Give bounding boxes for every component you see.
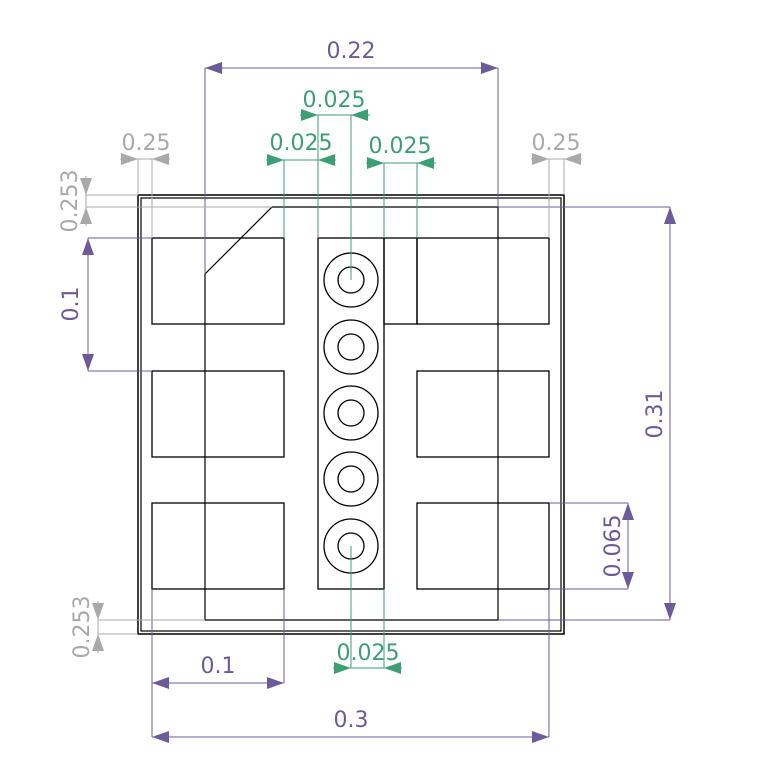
label-left-tab: 0.25: [122, 131, 171, 156]
dim-right-height: 0.31: [498, 206, 676, 621]
pad-left-1: [151, 237, 285, 325]
pad-left-2: [151, 370, 285, 458]
dim-pad-width: 0.1: [151, 589, 285, 737]
dim-pad-spacing: 0.065: [549, 502, 634, 590]
left-pads: [151, 237, 285, 590]
dim-left-tab: 0.25: [120, 131, 170, 238]
dim-top-margin: 0.253: [58, 170, 272, 233]
label-hole-left-offset: 0.025: [270, 131, 333, 156]
pad-right-1: [416, 237, 550, 325]
label-top-margin: 0.253: [58, 170, 83, 233]
label-right-height: 0.31: [643, 390, 668, 439]
hole-4: [323, 451, 379, 507]
dim-overall-width: 0.3: [152, 589, 550, 743]
label-hole-right-offset: 0.025: [369, 134, 432, 159]
pad-left-3: [151, 502, 285, 590]
hole-2: [323, 319, 379, 375]
label-hole-width-bottom: 0.025: [337, 641, 400, 666]
dim-pad-height: 0.1: [59, 237, 152, 372]
dim-right-tab: 0.25: [531, 131, 582, 238]
dim-hole-pitch-top: 0.025: [300, 88, 370, 280]
label-top-width: 0.22: [327, 39, 376, 64]
center-tab: [383, 237, 418, 325]
dim-hole-right-offset: 0.025: [366, 134, 436, 238]
label-overall-width: 0.3: [334, 708, 369, 733]
hole-3: [323, 385, 379, 441]
label-bottom-margin: 0.253: [70, 596, 95, 659]
label-pad-width: 0.1: [201, 654, 236, 679]
dim-bottom-margin: 0.253: [70, 596, 205, 659]
dim-top-width: 0.22: [204, 39, 499, 274]
label-pad-spacing: 0.065: [601, 515, 626, 578]
right-pads: [416, 237, 550, 590]
center-strip: [317, 237, 418, 590]
pad-right-2: [416, 370, 550, 458]
pad-right-3: [416, 502, 550, 590]
label-hole-pitch-top: 0.025: [303, 88, 366, 113]
center-pad: [317, 237, 385, 590]
label-right-tab: 0.25: [532, 131, 581, 156]
dim-hole-left-offset: 0.025: [266, 131, 336, 238]
label-pad-height: 0.1: [59, 287, 84, 322]
dim-hole-width-bottom: 0.025: [333, 546, 402, 674]
